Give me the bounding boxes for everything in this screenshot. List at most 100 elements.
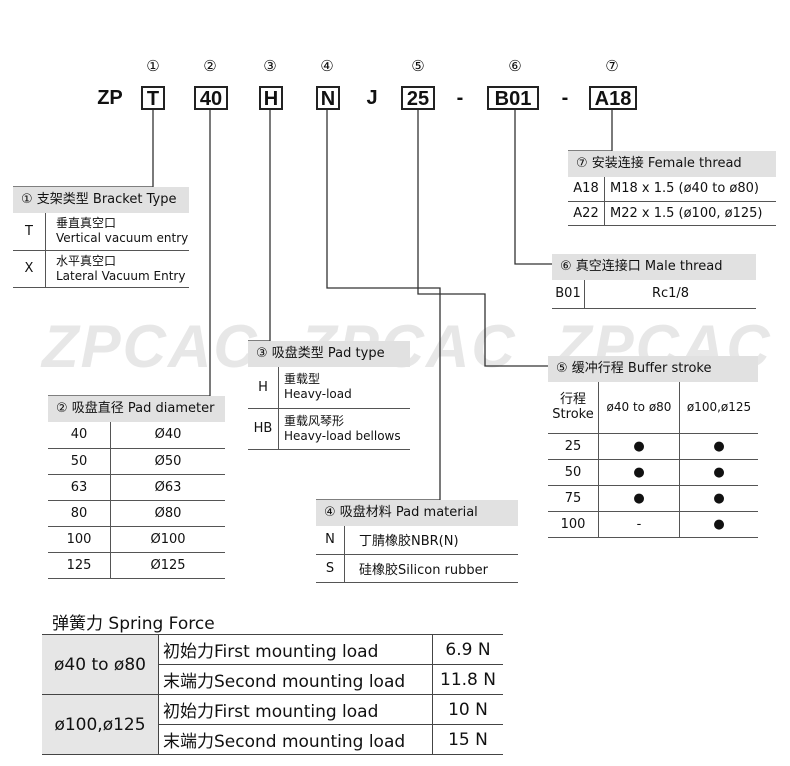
buffer-col2: ø100,ø125 [679,382,758,434]
buffer-stroke: 75 [548,485,599,512]
diameter-code: 100 [48,526,111,553]
diameter-value: Ø50 [110,448,225,475]
code-male-box: B01 [487,86,539,110]
diameter-code: 50 [48,448,111,475]
diameter-value: Ø80 [110,500,225,527]
buffer-mark: ● [598,433,680,460]
material-code: N [316,526,345,555]
watermark: ZPCAC [42,313,259,380]
code-dash: - [561,87,569,109]
padtype-zh: 重载型 [284,372,321,387]
buffer-stroke: 25 [548,433,599,460]
code-bracket-box: T [141,86,165,110]
spring-title: 弹簧力 Spring Force [52,614,215,634]
table-row: 100-● [548,511,758,538]
material-code: S [316,554,345,583]
spring-second-label: 末端力Second mounting load [158,664,433,695]
table-row: ø40 to ø80 初始力First mounting load 6.9 N [42,634,503,695]
code-dash: - [456,87,464,109]
spring-second-label: 末端力Second mounting load [158,724,433,755]
table-row: 75●● [548,485,758,512]
circled-number-4: ④ [320,57,334,75]
diameter-value: Ø125 [110,552,225,579]
buffer-mark: ● [679,459,758,486]
code-buffer-box: 25 [401,86,435,110]
diameter-code: 40 [48,422,111,449]
diameter-code: 125 [48,552,111,579]
material-value: 硅橡胶Silicon rubber [344,554,518,583]
connector-female [568,110,613,152]
model-prefix: ZP [97,87,123,109]
diameter-value: Ø100 [110,526,225,553]
diameter-code: 80 [48,500,111,527]
spring-second-value: 11.8 N [432,664,503,695]
male-code: B01 [552,280,585,309]
table-row: 末端力Second mounting load 15 N [42,724,503,755]
female-title: ⑦ 安装连接 Female thread [568,151,776,177]
spring-first-value: 6.9 N [432,634,503,665]
buffer-mark: ● [679,485,758,512]
connector-bracket [13,110,154,188]
circled-number-1: ① [146,57,160,75]
buffer-head-zh: 行程 [559,392,586,408]
buffer-stroke: 100 [548,511,599,538]
female-code: A22 [568,201,605,226]
buffer-mark: - [598,511,680,538]
bracket-zh: 垂直真空口 [56,216,117,231]
circled-number-7: ⑦ [605,57,619,75]
female-value: M18 x 1.5 (ø40 to ø80) [604,177,776,202]
female-code: A18 [568,177,605,202]
buffer-mark: ● [679,433,758,460]
bracket-en: Lateral Vacuum Entry [56,268,186,283]
circled-number-3: ③ [263,57,277,75]
circled-number-2: ② [203,57,217,75]
bracket-code: T [13,213,46,251]
bracket-en: Vertical vacuum entry [56,231,189,246]
spring-second-value: 15 N [432,724,503,755]
male-title: ⑥ 真空连接口 Male thread [552,254,756,280]
diameter-code: 63 [48,474,111,501]
buffer-mark: ● [598,485,680,512]
diameter-value: Ø40 [110,422,225,449]
buffer-mark: ● [598,459,680,486]
spring-first-label: 初始力First mounting load [158,694,433,725]
male-value: Rc1/8 [584,280,756,309]
buffer-title: ⑤ 缓冲行程 Buffer stroke [548,356,758,382]
code-padtype-box: H [259,86,283,110]
padtype-code: HB [248,408,279,450]
material-title: ④ 吸盘材料 Pad material [316,500,518,526]
spring-range: ø40 to ø80 [42,634,159,695]
bracket-zh: 水平真空口 [56,253,117,268]
diameter-value: Ø63 [110,474,225,501]
female-value: M22 x 1.5 (ø100, ø125) [604,201,776,226]
code-fixed-j: J [366,87,378,109]
padtype-en: Heavy-load [284,387,352,402]
material-value: 丁腈橡胶NBR(N) [344,526,518,555]
bracket-title: ① 支架类型 Bracket Type [13,187,189,213]
connector-padtype [248,110,271,342]
circled-number-5: ⑤ [411,57,425,75]
padtype-en: Heavy-load bellows [284,428,401,443]
bracket-code: X [13,250,46,288]
padtype-title: ③ 吸盘类型 Pad type [248,341,410,367]
spring-table: ø40 to ø80 初始力First mounting load 6.9 N … [42,634,503,755]
spring-first-label: 初始力First mounting load [158,634,433,665]
table-row: 25●● [548,433,758,460]
spring-first-value: 10 N [432,694,503,725]
